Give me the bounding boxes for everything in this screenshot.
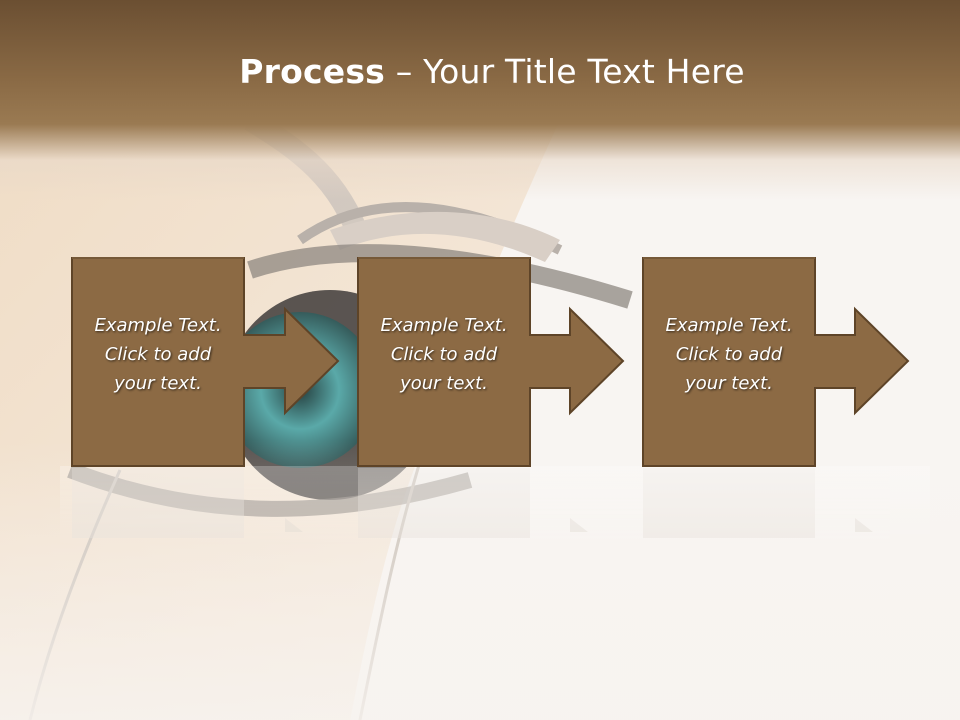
- step-3-line-1: Example Text.: [665, 315, 793, 336]
- slide-title: Process – Your Title Text Here: [0, 52, 960, 91]
- step-1-line-3: your text.: [114, 373, 202, 394]
- process-step-3[interactable]: [642, 257, 910, 467]
- header-bar: [0, 0, 960, 200]
- step-2-line-2: Click to add: [390, 344, 498, 365]
- process-step-1[interactable]: [71, 257, 340, 467]
- step-2-line-1: Example Text.: [380, 315, 508, 336]
- step-1-line-2: Click to add: [104, 344, 212, 365]
- step-2-line-3: your text.: [400, 373, 488, 394]
- step-3-text[interactable]: Example Text. Click to add your text.: [641, 311, 817, 398]
- step-3-line-3: your text.: [685, 373, 773, 394]
- process-step-2[interactable]: [357, 257, 625, 467]
- title-bold: Process: [239, 52, 386, 91]
- step-1-text[interactable]: Example Text. Click to add your text.: [70, 311, 246, 398]
- title-rest: – Your Title Text Here: [385, 52, 745, 91]
- step-1-line-1: Example Text.: [94, 315, 222, 336]
- reflections: [60, 466, 930, 546]
- step-3-line-2: Click to add: [675, 344, 783, 365]
- step-2-text[interactable]: Example Text. Click to add your text.: [356, 311, 532, 398]
